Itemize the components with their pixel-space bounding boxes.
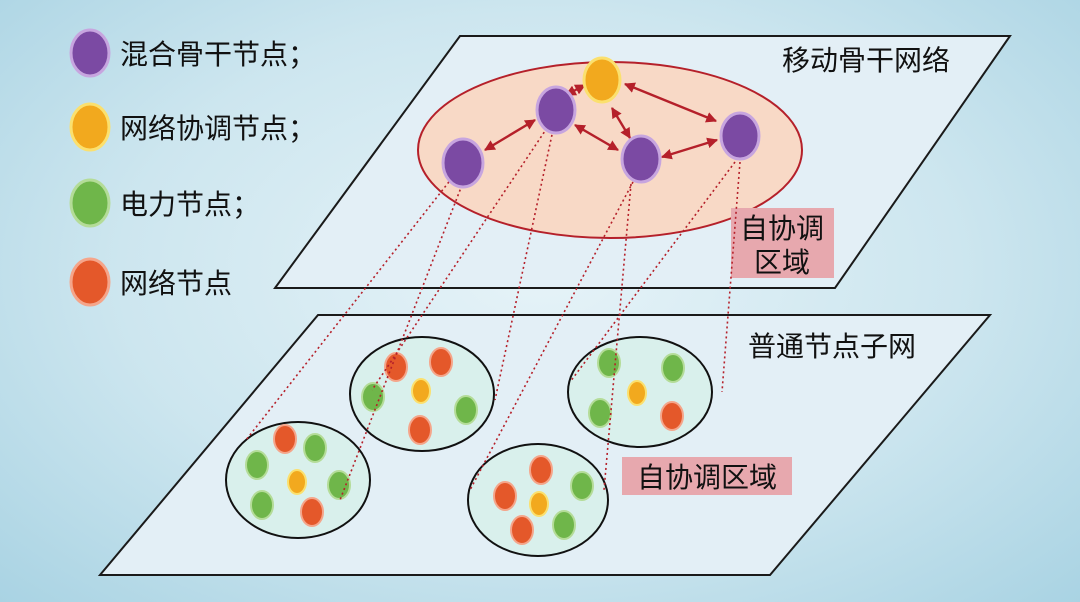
network-node bbox=[529, 455, 553, 485]
coordination-node bbox=[627, 380, 647, 406]
power-node bbox=[250, 490, 274, 520]
network-node bbox=[300, 497, 324, 527]
coordination-node bbox=[582, 56, 622, 104]
power-node bbox=[245, 450, 269, 480]
legend-label: 网络节点 bbox=[120, 267, 232, 300]
coordination-node bbox=[287, 469, 307, 495]
subnet-cluster-top-left bbox=[349, 336, 495, 452]
network-node bbox=[493, 481, 517, 511]
coordination-node bbox=[411, 378, 431, 404]
power-node bbox=[597, 348, 621, 378]
legend-item-hybrid-backbone: 混合骨干节点； bbox=[69, 28, 316, 78]
power-node bbox=[303, 433, 327, 463]
bottom-layer-title: 普通节点子网 bbox=[748, 330, 916, 363]
top-region-label-line1: 自协调 bbox=[740, 212, 824, 245]
network-node bbox=[510, 515, 534, 545]
coordination-node bbox=[529, 491, 549, 517]
bottom-region-label-bg bbox=[622, 457, 792, 495]
hybrid-backbone-node bbox=[535, 85, 577, 135]
legend-label: 电力节点； bbox=[120, 188, 260, 221]
backbone-nodes bbox=[441, 56, 761, 189]
top-layer-title: 移动骨干网络 bbox=[782, 44, 950, 77]
top-region-label-bg bbox=[731, 208, 834, 278]
backbone-links bbox=[484, 82, 719, 160]
subnet-cluster-top-right bbox=[567, 336, 713, 448]
legend-label: 网络协调节点； bbox=[120, 112, 316, 145]
power-node bbox=[661, 353, 685, 383]
coordination-swatch bbox=[69, 102, 111, 152]
hybrid-backbone-swatch bbox=[69, 28, 111, 78]
network-node bbox=[429, 347, 453, 377]
power-node bbox=[327, 470, 351, 500]
power-node bbox=[570, 471, 594, 501]
hybrid-backbone-node bbox=[719, 111, 761, 161]
bottom-region-label: 自协调区域 bbox=[637, 461, 777, 494]
hybrid-backbone-node bbox=[620, 134, 662, 184]
network-node bbox=[408, 415, 432, 445]
legend-item-network: 网络节点 bbox=[69, 257, 232, 307]
network-swatch bbox=[69, 257, 111, 307]
power-swatch bbox=[69, 178, 111, 228]
projection-links bbox=[245, 127, 741, 501]
subnet-cluster-bottom-center bbox=[467, 443, 609, 557]
power-node bbox=[588, 398, 612, 428]
legend-label: 混合骨干节点； bbox=[120, 38, 316, 71]
power-node bbox=[552, 510, 576, 540]
subnet-cluster-bottom-left bbox=[225, 421, 371, 539]
network-node bbox=[273, 424, 297, 454]
legend-item-coordination: 网络协调节点； bbox=[69, 102, 316, 152]
hybrid-backbone-node bbox=[441, 137, 485, 189]
legend: 混合骨干节点； 网络协调节点； 电力节点； 网络节点 bbox=[69, 28, 316, 307]
power-node bbox=[454, 395, 478, 425]
top-region-label-line2: 区域 bbox=[754, 246, 810, 279]
legend-item-power: 电力节点； bbox=[69, 178, 260, 228]
power-node bbox=[361, 382, 385, 412]
network-node bbox=[660, 401, 684, 431]
